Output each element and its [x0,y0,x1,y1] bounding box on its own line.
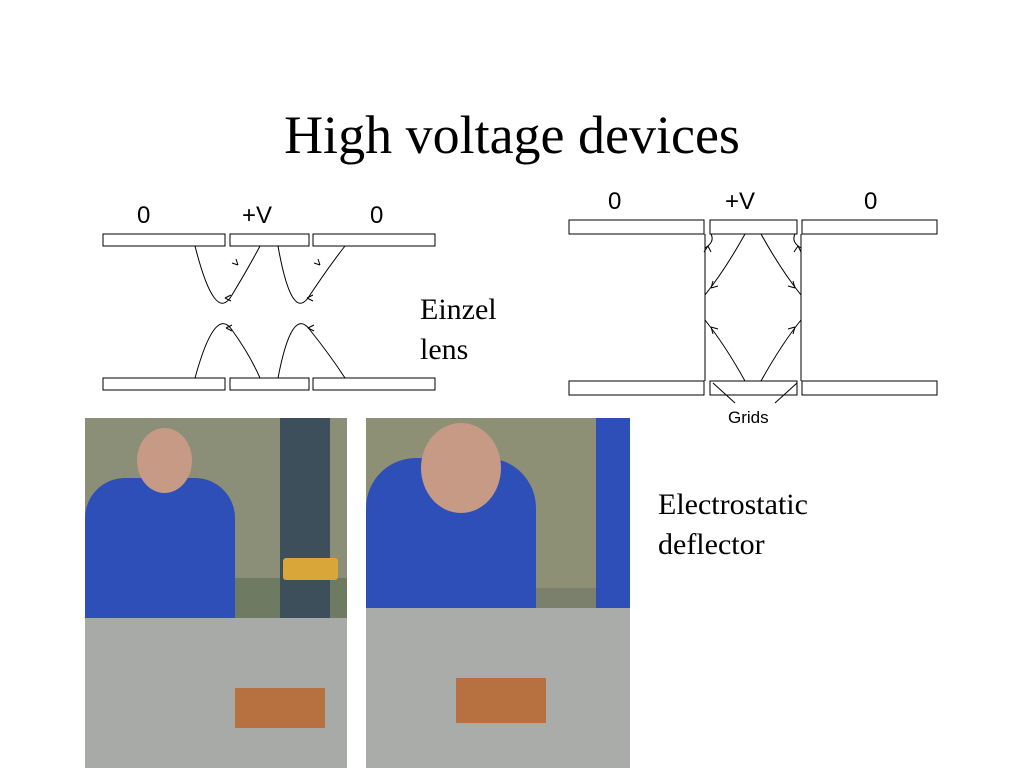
einzel-caption-line2: lens [420,333,469,366]
photo-doorframe [280,418,330,648]
photo-machine-part [235,688,325,728]
deflector-field-line [760,233,802,296]
deflector-label-center: +V [725,188,755,215]
deflector-field-arrow [710,280,719,289]
einzel-top-plate-left [102,233,226,247]
deflector-field-arrow [793,245,802,253]
einzel-field-arrow [307,324,315,332]
deflector-label-right: 0 [864,188,877,215]
einzel-field-line [277,245,346,304]
photo-technician-head [137,428,192,493]
einzel-field-arrow [224,294,232,302]
einzel-field-line [194,245,261,304]
einzel-caption-line1: Einzel [420,293,497,326]
deflector-bottom-plate-left [568,380,705,396]
einzel-field-arrow [231,258,239,266]
einzel-lens-diagram: 0 +V 0 [102,202,436,391]
einzel-field-line [277,323,346,379]
deflector-top-plate-center [709,219,798,235]
photo-technician-head [421,423,501,513]
photo-machine-part [456,678,546,723]
slide-title: High voltage devices [284,105,740,165]
deflector-field-line [704,233,746,296]
deflector-bottom-plate-right [801,380,938,396]
einzel-lens-caption: Einzel lens [420,290,497,370]
einzel-field-arrow [225,324,233,332]
einzel-label-right: 0 [370,202,383,229]
einzel-field-line [194,323,261,379]
deflector-field-line [760,319,802,382]
technician-photo-left [85,418,347,768]
einzel-top-plate-center [229,233,310,247]
einzel-label-center: +V [242,202,272,229]
grids-label: Grids [728,408,769,427]
deflector-caption-line2: deflector [658,528,765,561]
deflector-field-line [704,319,746,382]
einzel-bottom-plate-left [102,377,226,391]
deflector-field-line [793,233,802,249]
deflector-field-arrow [710,326,719,335]
deflector-field-arrow [787,280,796,289]
deflector-field-arrow [703,245,712,253]
grids-pointer-right [774,382,798,404]
einzel-bottom-plate-center [229,377,310,391]
deflector-caption: Electrostatic deflector [658,485,808,565]
deflector-field-line [704,233,713,249]
deflector-caption-line1: Electrostatic [658,488,808,521]
einzel-field-arrow [313,258,321,266]
technician-photo-right [366,418,630,768]
deflector-top-plate-left [568,219,705,235]
grids-pointer-left [712,382,736,404]
deflector-diagram: 0 +V 0 Grids [568,188,938,427]
photo-chair [283,558,338,580]
deflector-top-plate-right [801,219,938,235]
einzel-bottom-plate-right [312,377,436,391]
deflector-field-arrow [787,326,796,335]
deflector-label-left: 0 [608,188,621,215]
einzel-top-plate-right [312,233,436,247]
deflector-bottom-plate-center [709,380,798,396]
einzel-field-arrow [306,294,314,302]
einzel-label-left: 0 [137,202,150,229]
